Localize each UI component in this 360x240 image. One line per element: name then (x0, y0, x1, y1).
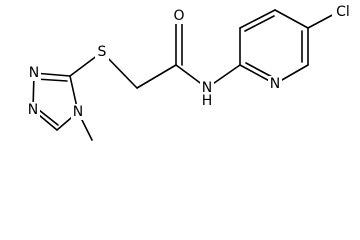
bond-n2-c5-double (38, 109, 59, 126)
atom-nh-label: N (202, 80, 212, 96)
atom-o: O (171, 8, 187, 24)
bond-c3-c4py-double (244, 15, 275, 32)
bond-c4-c5py (274, 9, 309, 29)
atom-n4: N (71, 104, 85, 120)
atom-n4-label: N (73, 104, 83, 120)
atom-npy-label: N (270, 76, 280, 92)
atom-nh-hydrogen: H (202, 93, 213, 109)
atom-npy: N (268, 76, 282, 92)
atom-o-label: O (173, 8, 184, 24)
atom-layer: N N N S O N H N Cl (26, 4, 354, 120)
atom-n2: N (26, 102, 40, 118)
atom-cl: Cl (332, 4, 354, 20)
atom-n1: N (27, 65, 41, 81)
bond-n1-c3-double (35, 78, 68, 82)
atom-cl-label: Cl (336, 4, 350, 20)
atom-n2-label: N (28, 102, 38, 118)
bond-c3-c4py (239, 9, 276, 29)
bond-npy-c2-double (245, 62, 275, 79)
molecule-diagram: N N N S O N H N Cl (26, 4, 354, 141)
atom-s: S (95, 44, 109, 60)
atom-nh: N H (200, 80, 214, 109)
bond-layer (32, 9, 339, 141)
atom-n1-label: N (29, 65, 39, 81)
atom-s-label: S (98, 44, 107, 60)
bond-ch2-carbonyl (136, 64, 177, 89)
